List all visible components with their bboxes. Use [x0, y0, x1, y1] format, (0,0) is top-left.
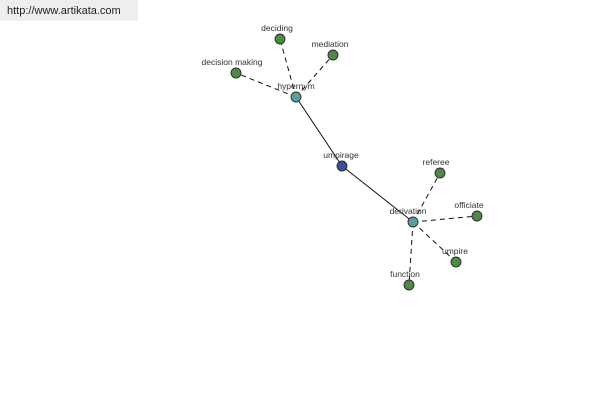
edge-hypernym-deciding — [279, 38, 297, 98]
leaf-node-referee[interactable]: referee — [423, 157, 450, 179]
edge-derivation-umpire — [412, 221, 457, 263]
leaf-node-label[interactable]: officiate — [454, 200, 483, 210]
leaf-node-label[interactable]: deciding — [261, 23, 293, 33]
leaf-node-umpire[interactable]: umpire — [442, 246, 468, 268]
source-url-text[interactable]: http://www.artikata.com — [7, 4, 121, 17]
leaf-node-circle[interactable] — [471, 210, 483, 222]
edge-hypernym-mediation — [295, 54, 334, 98]
edge-hypernym-decision-making — [235, 72, 297, 98]
leaf-node-mediation[interactable]: mediation — [312, 39, 349, 61]
relation-node-label[interactable]: hypernym — [277, 81, 314, 91]
edge-umpirage-derivation — [341, 165, 414, 223]
edge-umpirage-hypernym — [295, 96, 343, 167]
relation-node-derivation[interactable]: derivation — [390, 206, 427, 228]
edge-derivation-function — [408, 221, 414, 286]
center-node-umpirage[interactable]: umpirage — [323, 150, 359, 172]
leaf-node-function[interactable]: function — [390, 269, 420, 291]
leaf-node-circle[interactable] — [230, 67, 242, 79]
leaf-node-circle[interactable] — [450, 256, 462, 268]
leaf-node-label[interactable]: function — [390, 269, 420, 279]
leaf-node-circle[interactable] — [403, 279, 415, 291]
leaf-node-circle[interactable] — [434, 167, 446, 179]
relation-node-label[interactable]: derivation — [390, 206, 427, 216]
relation-node-hypernym[interactable]: hypernym — [277, 81, 315, 103]
edge-derivation-officiate — [412, 215, 478, 223]
nodes-layer: deciding mediation decision making referee o… — [202, 23, 484, 291]
leaf-node-label[interactable]: decision making — [202, 57, 263, 67]
source-url-banner[interactable]: http://www.artikata.com — [0, 0, 138, 21]
leaf-node-officiate[interactable]: officiate — [454, 200, 484, 222]
edges-layer — [235, 38, 478, 286]
leaf-node-decision-making[interactable]: decision making — [202, 57, 263, 79]
edge-derivation-referee — [412, 172, 441, 223]
relation-node-circle[interactable] — [407, 216, 419, 228]
leaf-node-label[interactable]: mediation — [312, 39, 349, 49]
leaf-node-circle[interactable] — [327, 49, 339, 61]
leaf-node-deciding[interactable]: deciding — [261, 23, 293, 45]
leaf-node-label[interactable]: umpire — [442, 246, 468, 256]
leaf-node-circle[interactable] — [274, 33, 286, 45]
leaf-node-label[interactable]: referee — [423, 157, 450, 167]
center-node-circle[interactable] — [336, 160, 348, 172]
relation-node-circle[interactable] — [290, 91, 302, 103]
center-node-label[interactable]: umpirage — [323, 150, 359, 160]
